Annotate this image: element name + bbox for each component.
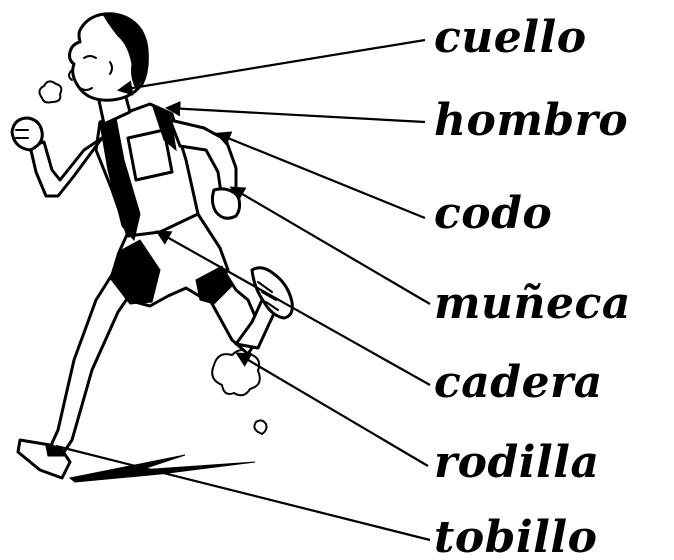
label-ankle: tobillo (434, 512, 597, 560)
leader-knee (235, 352, 429, 467)
leader-neck (116, 38, 426, 96)
label-knee: rodilla (434, 437, 599, 488)
leader-ankle (55, 444, 431, 542)
label-neck: cuello (434, 12, 587, 63)
label-hip: cadera (434, 357, 603, 408)
labels: cuello hombro codo muñeca cadera rodilla… (434, 12, 631, 560)
runner-figure-icon (10, 12, 294, 483)
leader-lines (55, 38, 431, 542)
label-shoulder: hombro (434, 95, 628, 146)
leader-hip (155, 230, 431, 386)
leader-wrist (229, 186, 431, 305)
label-elbow: codo (434, 188, 552, 239)
leader-elbow (215, 131, 426, 220)
leader-shoulder (164, 100, 426, 124)
label-wrist: muñeca (434, 278, 631, 329)
